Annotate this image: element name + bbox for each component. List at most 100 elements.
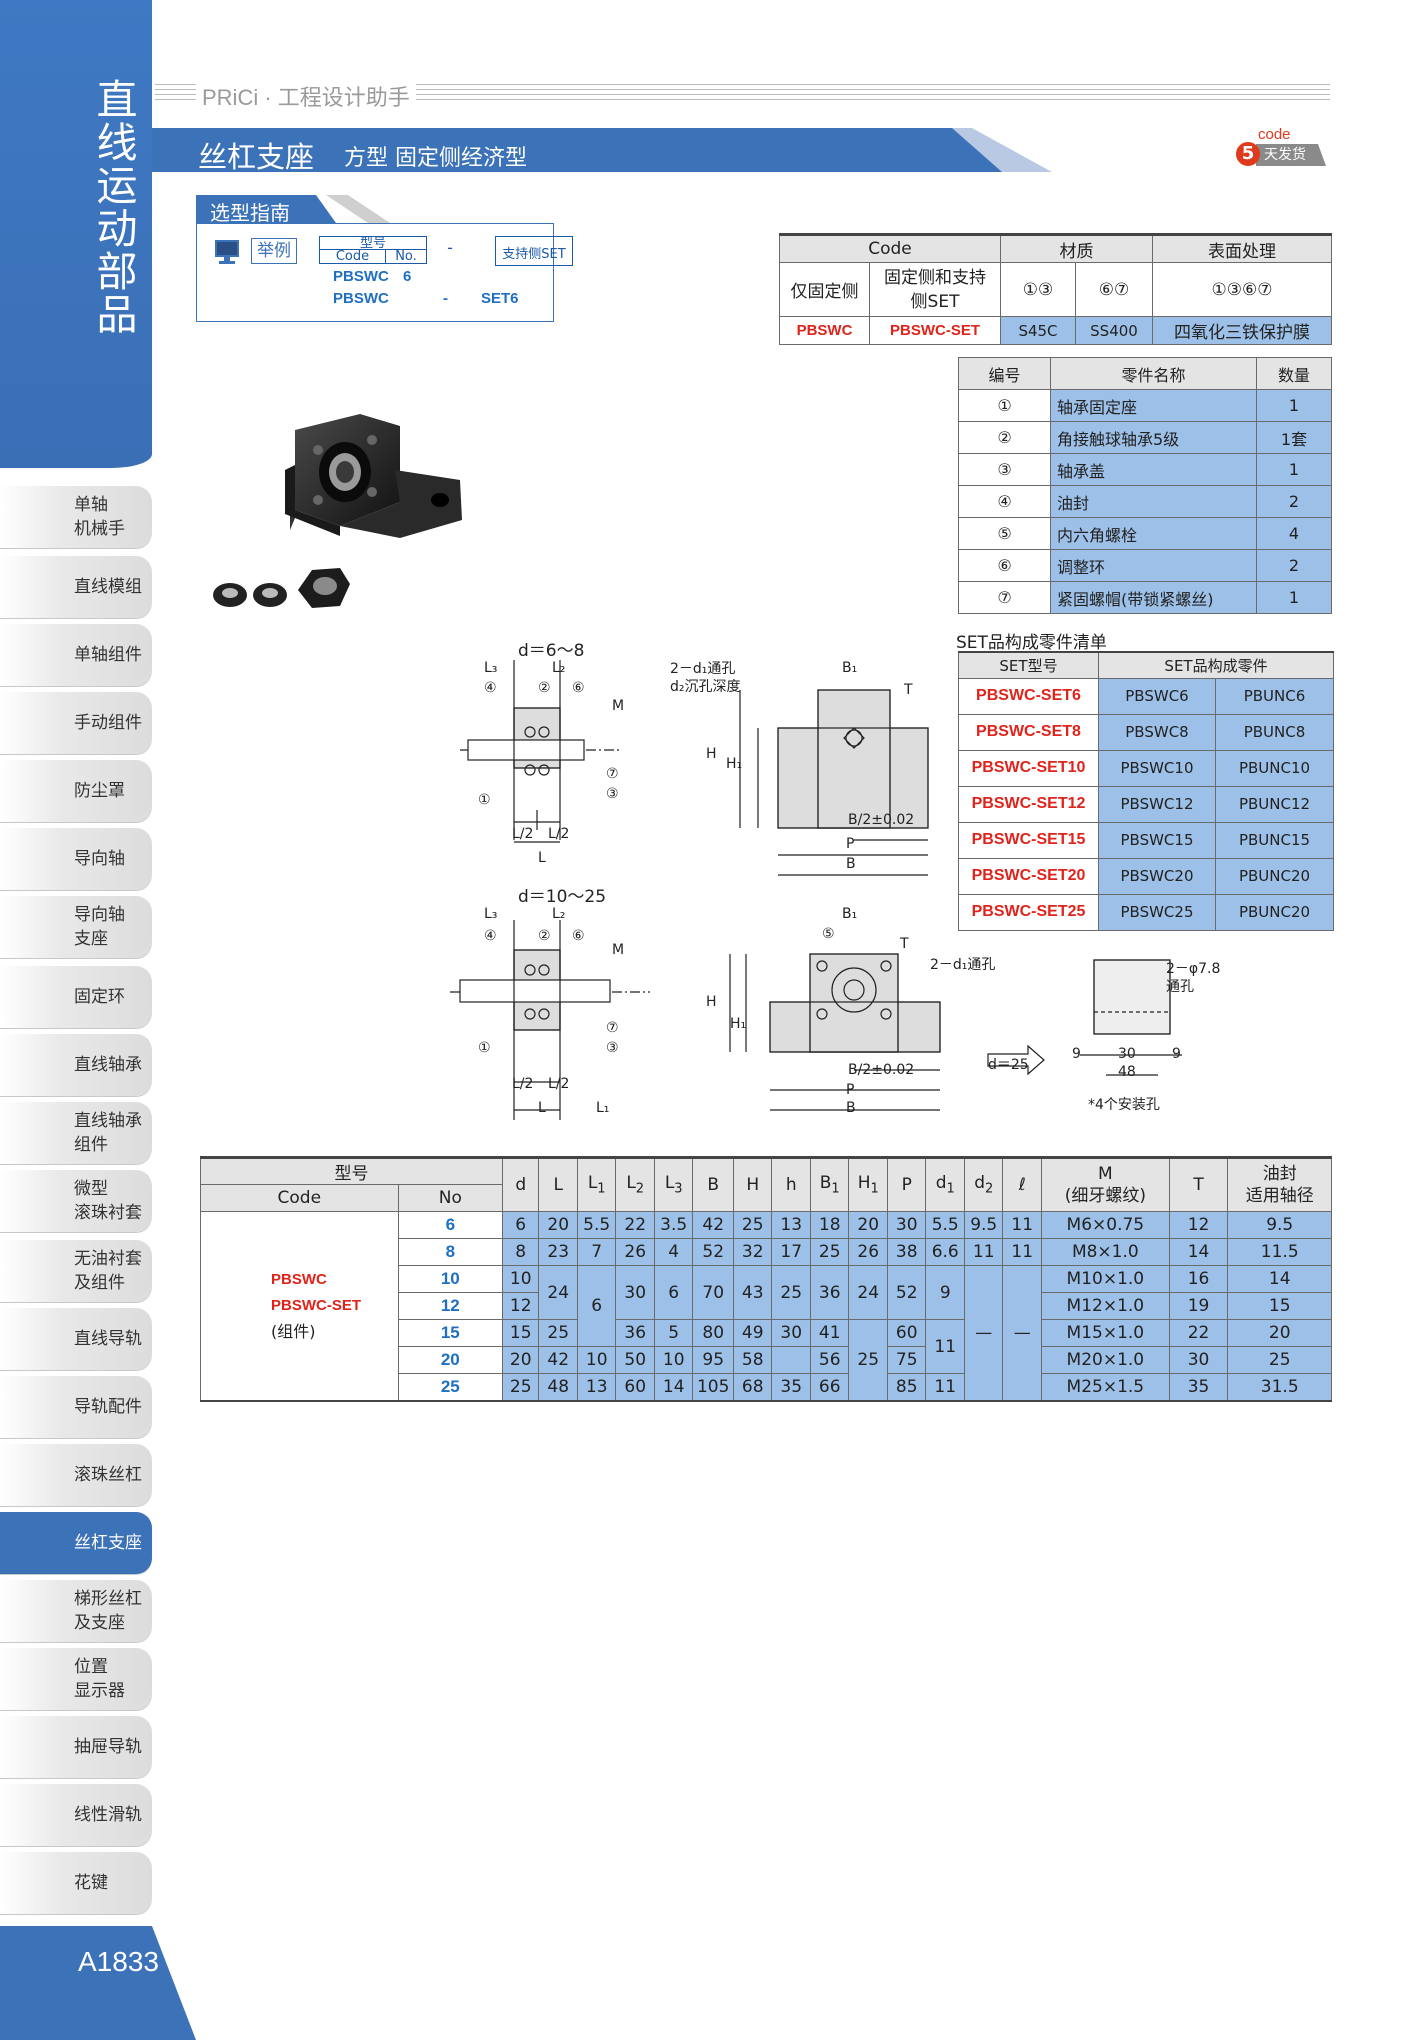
title-band [152, 128, 1050, 172]
sidebar-item[interactable]: 导向轴 支座 [0, 896, 152, 958]
set-model: PBSWC-SET12 [958, 785, 1099, 823]
cell: 25 [1227, 1346, 1332, 1374]
dim-t-large: T [900, 936, 909, 952]
cell: 105 [692, 1373, 734, 1401]
parts-name: 内六角螺栓 [1050, 517, 1257, 550]
side-view-small [460, 660, 620, 843]
guide-label-text: 选型指南 [210, 201, 290, 225]
sidebar-item[interactable]: 丝杠支座 [0, 1512, 152, 1574]
sidebar-item[interactable]: 无油衬套 及组件 [0, 1240, 152, 1302]
selection-guide-box: 举例 型号 Code No. - 支持侧SET PBSWC 6 PBSWC - … [196, 223, 573, 322]
parts-no: ③ [958, 453, 1051, 486]
dim-no: 20 [397, 1346, 503, 1374]
mount-hole-detail [987, 959, 1182, 1076]
example-model-box: 型号 Code No. [319, 236, 427, 264]
sidebar-item-label: 直线导轨 [74, 1329, 142, 1349]
dim-b1-large: B₁ [842, 906, 858, 922]
cell: 25 [809, 1238, 850, 1266]
cell: 80 [692, 1319, 734, 1347]
sidebar-item[interactable]: 位置 显示器 [0, 1648, 152, 1710]
sidebar: 直线运动部品 单轴 机械手直线模组单轴组件手动组件防尘罩导向轴导向轴 支座固定环… [0, 0, 196, 2040]
parts-qty: 1 [1256, 581, 1332, 614]
sidebar-item-label: 导向轴 [74, 849, 125, 869]
cell: 36 [615, 1319, 655, 1347]
sidebar-item[interactable]: 线性滑轨 [0, 1784, 152, 1846]
h-material: 材质 [1000, 233, 1153, 263]
sidebar-item[interactable]: 滚珠丝杠 [0, 1444, 152, 1506]
cell: 11 [1002, 1211, 1042, 1239]
badge-code: code [1258, 126, 1291, 143]
sidebar-item[interactable]: 手动组件 [0, 692, 152, 754]
dim-h-d: d [501, 1156, 540, 1212]
sidebar-item[interactable]: 直线轴承 [0, 1034, 152, 1096]
cell: 75 [886, 1346, 927, 1374]
sidebar-item[interactable]: 导轨配件 [0, 1376, 152, 1438]
sidebar-item[interactable]: 单轴 机械手 [0, 486, 152, 548]
set-a: PBSWC12 [1098, 785, 1216, 823]
callout-2-large: ② [538, 928, 551, 944]
callout-5-large: ⑤ [822, 926, 835, 942]
cell: M25×1.5 [1040, 1373, 1170, 1401]
h-fixed-support: 固定侧和支持侧SET [869, 262, 1001, 317]
cell: 12 [501, 1292, 540, 1320]
hole-note-2: 2－d₁通孔 [930, 957, 996, 973]
set-b: PBUNC6 [1214, 677, 1335, 715]
sidebar-item[interactable]: 抽屉导轨 [0, 1716, 152, 1778]
sidebar-item[interactable]: 导向轴 [0, 828, 152, 890]
guide-label: 选型指南 [196, 195, 336, 223]
sidebar-item-label: 直线轴承 [74, 1055, 142, 1075]
parts-no: ① [958, 389, 1051, 422]
dim-h-l3: L3 [653, 1156, 694, 1212]
sidebar-item-label: 滚珠丝杠 [74, 1465, 142, 1485]
sidebar-item[interactable]: 防尘罩 [0, 760, 152, 822]
dim-l-small: L [538, 850, 546, 866]
sidebar-item[interactable]: 直线轴承 组件 [0, 1102, 152, 1164]
cell: 6 [576, 1265, 617, 1347]
surface-parts: ①③⑥⑦ [1152, 262, 1332, 317]
dim-48: 48 [1118, 1064, 1136, 1080]
page-subtitle: 方型 固定侧经济型 [344, 146, 527, 171]
sidebar-item[interactable]: 直线模组 [0, 556, 152, 618]
cell: 22 [615, 1211, 655, 1239]
sidebar-item-label: 无油衬套 及组件 [74, 1249, 142, 1293]
set-table-title: SET品构成零件清单 [956, 633, 1107, 653]
sidebar-item[interactable]: 固定环 [0, 966, 152, 1028]
dim-h-d1: d1 [925, 1156, 965, 1212]
cell: 24 [848, 1265, 888, 1320]
sidebar-item[interactable]: 直线导轨 [0, 1308, 152, 1370]
cell: 58 [732, 1346, 773, 1374]
cell: 18 [809, 1211, 850, 1239]
dim-h-p: P [886, 1156, 927, 1212]
cell: 26 [848, 1238, 888, 1266]
cell: 30 [886, 1211, 927, 1239]
cell: 14 [1168, 1238, 1229, 1266]
set-model: PBSWC-SET8 [958, 713, 1099, 751]
set-a: PBSWC6 [1098, 677, 1216, 715]
set-b: PBUNC8 [1214, 713, 1335, 751]
cell: 10 [501, 1265, 540, 1293]
delivery-badge: code 天发货 5 [1232, 126, 1332, 170]
cell: 36 [809, 1265, 850, 1320]
sidebar-item[interactable]: 梯形丝杠 及支座 [0, 1580, 152, 1642]
parts-h-qty: 数量 [1256, 357, 1332, 390]
cell: M10×1.0 [1040, 1265, 1170, 1293]
sidebar-item[interactable]: 花键 [0, 1852, 152, 1914]
guide-label-accent [326, 195, 390, 223]
no-label: No. [395, 249, 417, 264]
code-pbswc-set: PBSWC-SET [869, 316, 1001, 345]
parts-qty: 1 [1256, 389, 1332, 422]
cell: 25 [848, 1319, 888, 1401]
dim-no: 12 [397, 1292, 503, 1320]
sidebar-item[interactable]: 微型 滚珠衬套 [0, 1170, 152, 1232]
dim-30: 30 [1118, 1046, 1136, 1062]
dim-h1-large: H₁ [730, 1016, 747, 1032]
sidebar-item[interactable]: 单轴组件 [0, 624, 152, 686]
set-b: PBUNC20 [1214, 857, 1335, 895]
parts-qty: 2 [1256, 549, 1332, 582]
set-b: PBUNC20 [1214, 893, 1335, 931]
